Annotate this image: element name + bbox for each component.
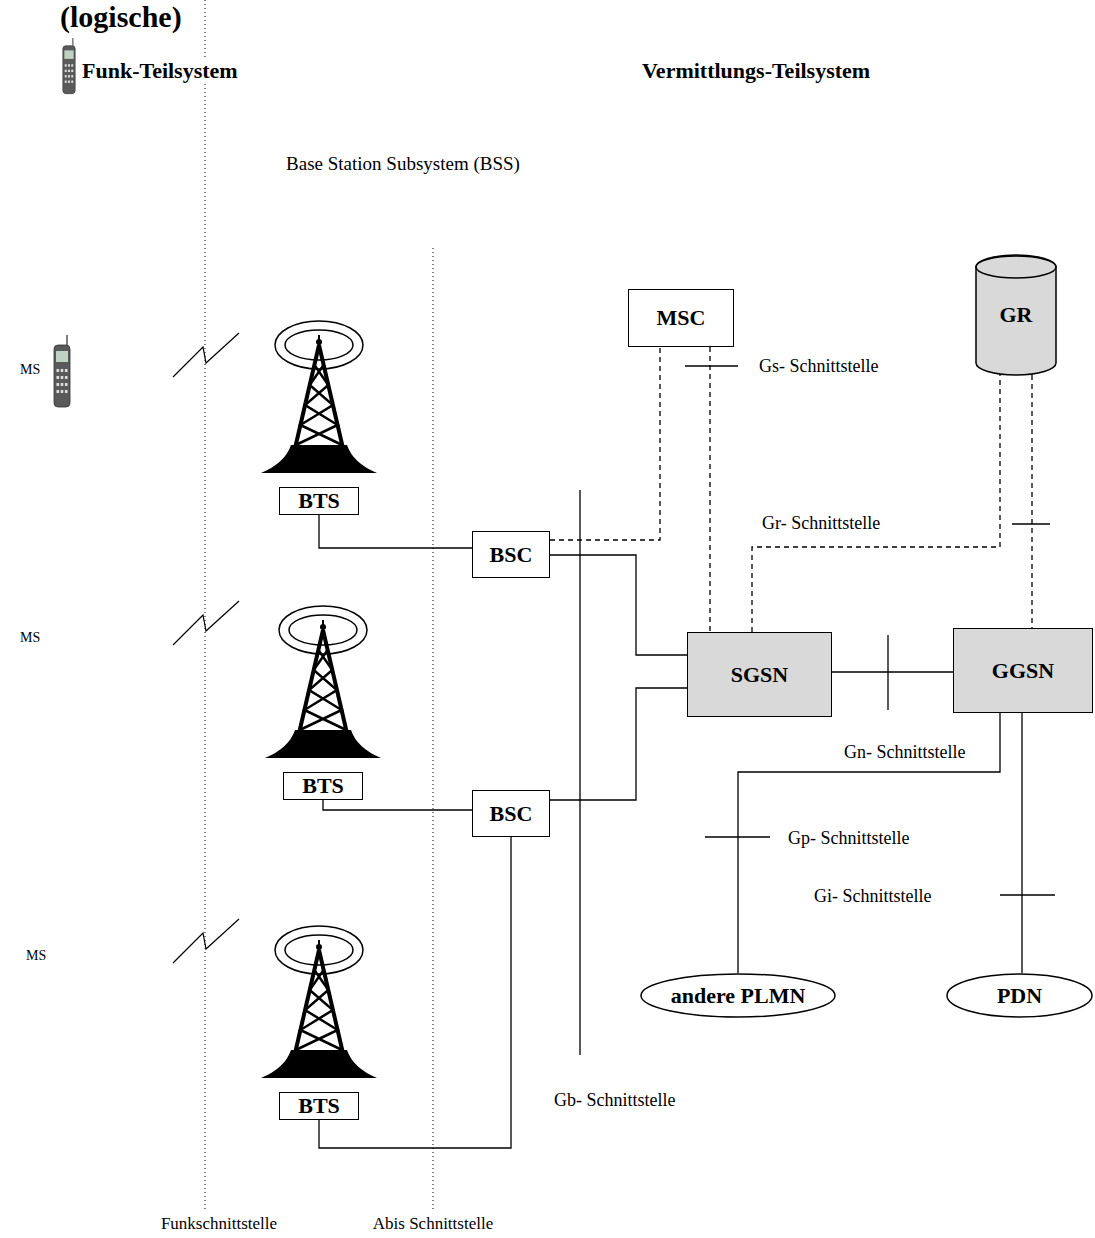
boundary-line <box>205 0 206 1210</box>
interface-tick <box>1012 523 1050 524</box>
node-label: SGSN <box>731 663 788 687</box>
interface-label: Funkschnittstelle <box>159 1214 279 1234</box>
node-label: BTS <box>298 1094 340 1118</box>
diagram-title: (logische) <box>58 0 184 35</box>
signalling-link <box>550 347 660 540</box>
network-ellipse: andere PLMN <box>640 973 836 1018</box>
signalling-link <box>709 347 710 632</box>
interface-line <box>579 490 580 1055</box>
data-link <box>832 671 953 672</box>
node-label: PDN <box>997 984 1042 1008</box>
phone-icon <box>63 38 75 94</box>
node-label: BSC <box>490 543 533 567</box>
group-label: Base Station Subsystem (BSS) <box>281 153 525 175</box>
base-station-box: BTS <box>279 487 359 515</box>
radio-link-symbol <box>173 333 239 377</box>
node-label: BTS <box>298 489 340 513</box>
network-ellipse: PDN <box>946 973 1093 1018</box>
interface-tick <box>1000 894 1055 895</box>
interface-tick <box>685 365 738 366</box>
node-label: GR <box>1000 303 1033 327</box>
data-link <box>1021 713 1022 973</box>
signalling-link <box>1031 375 1032 628</box>
register-cylinder: GR <box>975 255 1057 375</box>
controller-box: BSC <box>472 790 550 837</box>
base-station-box: BTS <box>279 1092 359 1120</box>
subsystem-heading: Vermittlungs-Teilsystem <box>640 58 872 83</box>
node-label: BSC <box>490 802 533 826</box>
subsystem-heading: Funk-Teilsystem <box>80 58 240 83</box>
interface-label: Gn- Schnittstelle <box>842 742 967 763</box>
support-node-box: SGSN <box>687 632 832 717</box>
signalling-link <box>752 375 1000 632</box>
node-label: andere PLMN <box>671 984 806 1008</box>
radio-link-symbol <box>173 601 239 645</box>
interface-label: Gr- Schnittstelle <box>760 513 882 534</box>
interface-label: Gb- Schnittstelle <box>552 1090 677 1111</box>
station-label: MS <box>18 630 42 646</box>
data-link <box>738 713 1000 973</box>
interface-label: Gs- Schnittstelle <box>757 356 881 377</box>
radio-link-symbol <box>173 919 239 963</box>
interface-label: Gp- Schnittstelle <box>786 828 911 849</box>
node-label: GGSN <box>992 659 1054 683</box>
antenna-tower <box>261 926 377 1078</box>
data-link <box>550 555 687 655</box>
interface-label: Abis Schnittstelle <box>371 1214 495 1234</box>
boundary-line <box>433 248 434 1210</box>
station-label: MS <box>18 362 42 378</box>
interface-label: Gi- Schnittstelle <box>812 886 933 907</box>
data-link <box>319 515 472 548</box>
station-label: MS <box>24 948 48 964</box>
data-link <box>323 800 472 810</box>
node-label: BTS <box>302 774 344 798</box>
base-station-box: BTS <box>283 772 363 800</box>
controller-box: BSC <box>472 531 550 578</box>
antenna-tower <box>265 606 381 758</box>
phone-icon <box>54 335 70 407</box>
antenna-tower <box>261 321 377 473</box>
node-label: MSC <box>657 306 706 330</box>
gateway-node-box: GGSN <box>953 628 1093 713</box>
data-link <box>550 688 687 800</box>
switching-center-box: MSC <box>628 289 734 347</box>
